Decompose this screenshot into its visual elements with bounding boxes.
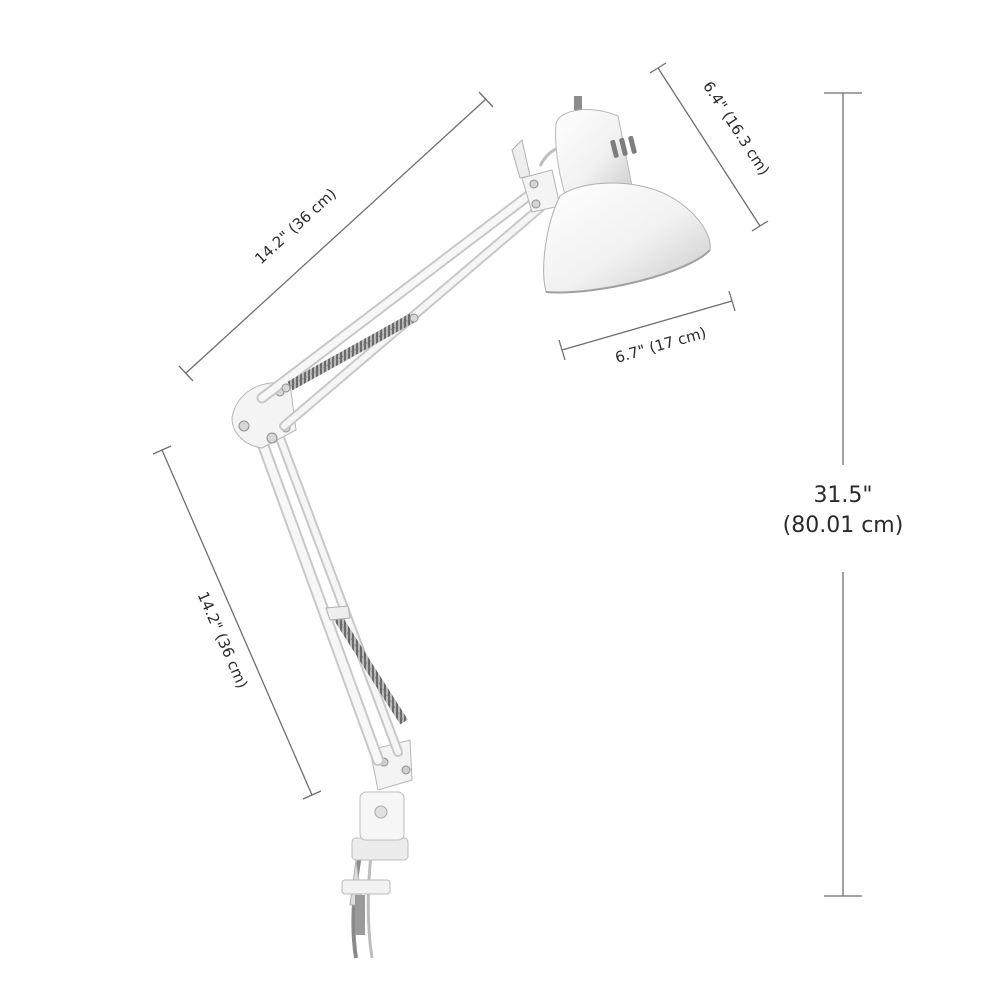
lamp-illustration <box>231 96 711 959</box>
dim-shade-height <box>649 62 769 232</box>
upper-arm-length-label: 14.2" (36 cm) <box>251 185 340 268</box>
shade-height-label: 6.4" (16.3 cm) <box>699 78 773 179</box>
lower-arm <box>256 433 408 766</box>
vent-slots <box>610 135 637 158</box>
dim-lower-arm <box>152 445 322 800</box>
clamp-base <box>341 791 409 935</box>
total-height-cm-label: (80.01 cm) <box>783 513 904 538</box>
lamp-shade <box>543 96 711 294</box>
shade-width-label: 6.7" (17 cm) <box>613 324 708 367</box>
dim-upper-arm <box>178 91 494 382</box>
dimension-lines <box>152 62 862 897</box>
elbow-joint <box>231 382 297 449</box>
lower-arm-length-label: 14.2" (36 cm) <box>194 589 252 691</box>
dim-total-height <box>824 92 862 897</box>
dim-shade-width <box>558 290 736 361</box>
total-height-inches-label: 31.5" <box>813 483 872 508</box>
upper-arm <box>256 190 545 431</box>
